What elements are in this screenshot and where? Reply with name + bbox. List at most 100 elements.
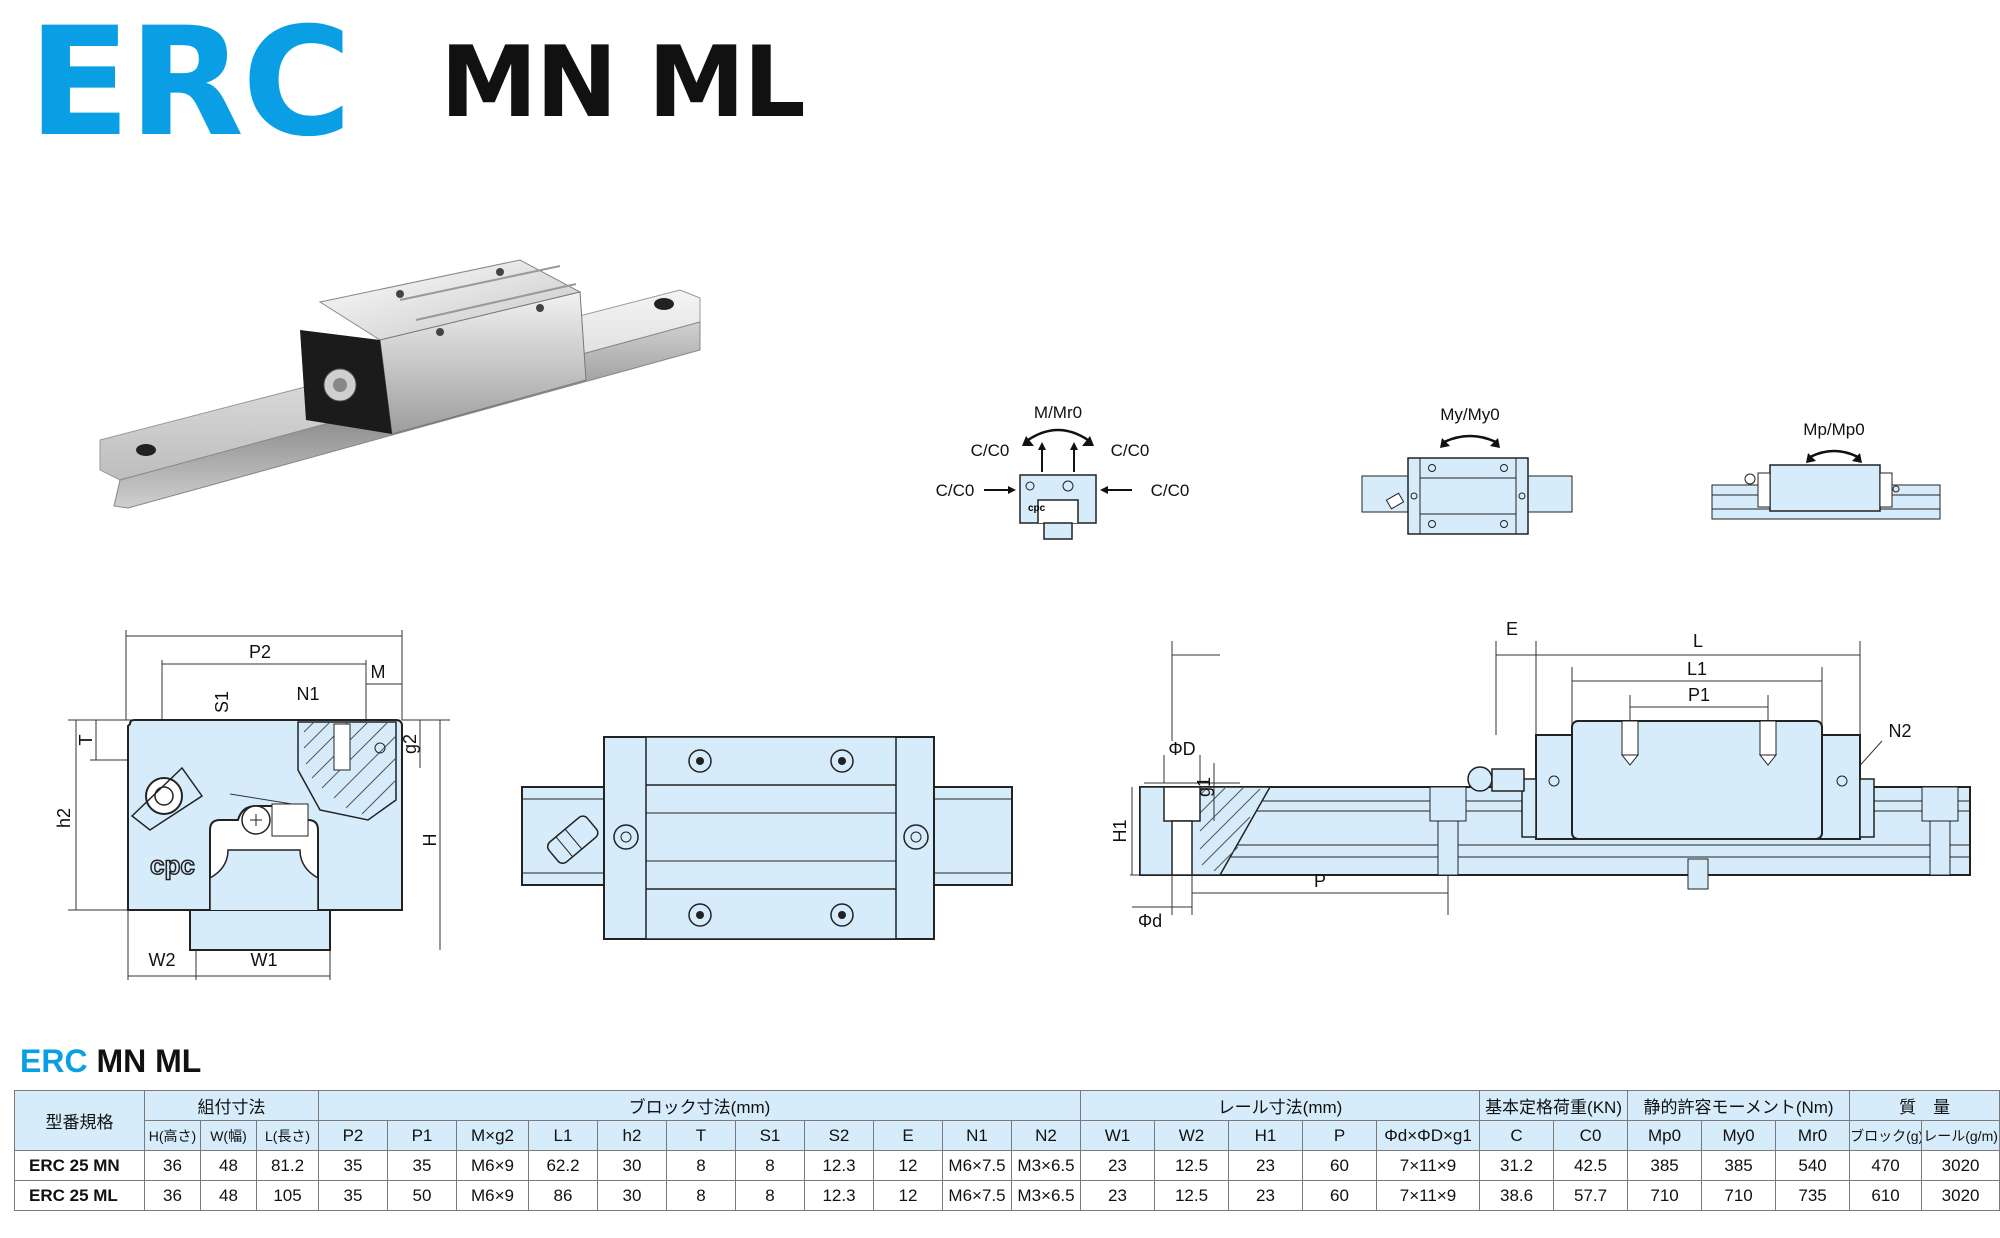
col-header: S2: [804, 1120, 874, 1151]
cell: 7×11×9: [1375, 1180, 1481, 1211]
load-direction-diagram-side: Mp/Mp0: [1711, 420, 1941, 520]
dim-PhiD: ΦD: [1168, 739, 1195, 759]
section-title-brand: ERC: [20, 1043, 88, 1079]
section-title-models: MN ML: [96, 1043, 202, 1079]
col-header: W1: [1080, 1120, 1155, 1151]
col-header: P: [1302, 1120, 1377, 1151]
label-moment-pitch: Mp/Mp0: [1803, 420, 1864, 439]
dim-N2: N2: [1888, 721, 1911, 741]
cell: 8: [735, 1180, 805, 1211]
col-header: H(高さ): [144, 1120, 201, 1151]
label-load-c-right: C/C0: [1151, 481, 1190, 500]
cell: 57.7: [1553, 1180, 1629, 1211]
header-rail: レール寸法(mm): [1079, 1090, 1481, 1121]
cell: 60: [1302, 1150, 1377, 1181]
cell: 710: [1701, 1180, 1777, 1211]
cell: 610: [1849, 1180, 1923, 1211]
cell: 3020: [1921, 1180, 2000, 1211]
cell: 62.2: [528, 1150, 598, 1181]
top-view-drawing: [521, 736, 1013, 940]
cell: 35: [318, 1150, 388, 1181]
cell: 385: [1701, 1150, 1777, 1181]
cell: 12.5: [1154, 1150, 1229, 1181]
dim-S1: S1: [212, 691, 232, 713]
cell: 30: [597, 1150, 667, 1181]
cell: 35: [318, 1180, 388, 1211]
cell: 50: [387, 1180, 457, 1211]
cell: 36: [144, 1150, 201, 1181]
col-header: C: [1479, 1120, 1555, 1151]
cell: 105: [256, 1180, 319, 1211]
col-header: My0: [1701, 1120, 1777, 1151]
dim-W2: W2: [149, 950, 176, 970]
cell: 3020: [1921, 1150, 2000, 1181]
cell: 38.6: [1479, 1180, 1555, 1211]
cell: 12: [873, 1180, 943, 1211]
row-model: ERC 25 MN: [14, 1150, 145, 1181]
brand-title: ERC: [28, 0, 352, 170]
cell: 735: [1775, 1180, 1851, 1211]
dim-g1: g1: [1194, 777, 1214, 797]
header-load: 基本定格荷重(KN): [1479, 1090, 1629, 1121]
cell: 35: [387, 1150, 457, 1181]
header-model: 型番規格: [14, 1090, 145, 1151]
col-header: S1: [735, 1120, 805, 1151]
table-group-header-row: 型番規格 組付寸法 ブロック寸法(mm) レール寸法(mm) 基本定格荷重(KN…: [14, 1090, 2000, 1151]
col-header: L1: [528, 1120, 598, 1151]
row-model: ERC 25 ML: [14, 1180, 145, 1211]
load-direction-diagram-front: M/Mr0 C/C0 C/C0 C/C0 C/C0 cpc: [936, 403, 1190, 540]
cell: 8: [666, 1150, 736, 1181]
table-row: ERC 25 ML 36 48 105 35 50 M6×9 86 30 8 8…: [14, 1180, 2000, 1211]
label-load-c-upper-right: C/C0: [1111, 441, 1150, 460]
cell: 23: [1228, 1150, 1303, 1181]
cell: 23: [1228, 1180, 1303, 1211]
cell: 23: [1080, 1150, 1155, 1181]
cell: 540: [1775, 1150, 1851, 1181]
cell: 48: [200, 1180, 257, 1211]
label-load-c-left: C/C0: [936, 481, 975, 500]
cell: 470: [1849, 1150, 1923, 1181]
cell: 81.2: [256, 1150, 319, 1181]
cell: M3×6.5: [1011, 1150, 1081, 1181]
dim-H1: H1: [1110, 819, 1130, 842]
dim-N1: N1: [296, 684, 319, 704]
dim-E: E: [1506, 619, 1518, 639]
cell: M6×7.5: [942, 1180, 1012, 1211]
cell: M3×6.5: [1011, 1180, 1081, 1211]
cell: 86: [528, 1180, 598, 1211]
cell: 7×11×9: [1375, 1150, 1481, 1181]
dim-H: H: [420, 834, 440, 847]
model-title: MN ML: [440, 26, 806, 140]
col-header: E: [873, 1120, 943, 1151]
col-header: Mr0: [1775, 1120, 1851, 1151]
product-photo: [99, 259, 701, 509]
col-header: h2: [597, 1120, 667, 1151]
section-title: ERC MN ML: [20, 1043, 201, 1080]
cell: 60: [1302, 1180, 1377, 1211]
header-mass: 質 量: [1849, 1090, 2000, 1121]
cell: 12.3: [804, 1150, 874, 1181]
dim-M: M: [371, 662, 386, 682]
dim-W1: W1: [251, 950, 278, 970]
col-header: C0: [1553, 1120, 1629, 1151]
col-header: P2: [318, 1120, 388, 1151]
col-header: レール(g/m): [1921, 1120, 2000, 1151]
header-mounting: 組付寸法: [144, 1090, 319, 1121]
col-header: W(幅): [200, 1120, 257, 1151]
cell: 8: [735, 1150, 805, 1181]
col-header: Mp0: [1627, 1120, 1703, 1151]
load-direction-diagram-top: My/My0: [1361, 405, 1573, 535]
cell: 385: [1627, 1150, 1703, 1181]
dim-P: P: [1314, 871, 1326, 891]
cell: 48: [200, 1150, 257, 1181]
cell: M6×9: [456, 1150, 529, 1181]
label-moment-yaw: My/My0: [1440, 405, 1500, 424]
front-view-drawing: P2 M N1 S1 T h2 g2 H cpc W2 W1: [54, 630, 450, 980]
col-header: W2: [1154, 1120, 1229, 1151]
col-header: P1: [387, 1120, 457, 1151]
col-header: L(長さ): [256, 1120, 319, 1151]
label-load-c-upper-left: C/C0: [971, 441, 1010, 460]
cell: 30: [597, 1180, 667, 1211]
logo-text: cpc: [1028, 503, 1046, 514]
dim-h2: h2: [54, 808, 74, 828]
